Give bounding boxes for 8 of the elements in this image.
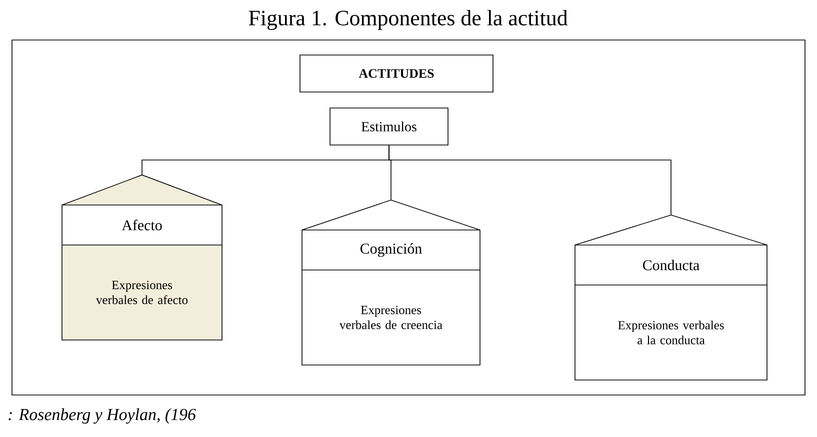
component-box: Cognición Expresiones verbales de creencia [302,200,480,366]
source-note: : Rosenberg y Hoylan, (196 [8,408,196,424]
connector-line [388,144,672,216]
stimulus-box: Estimulos [330,108,448,146]
component-box: Conducta Expresiones verbales a la conducta [574,214,768,380]
component-box: Afecto Expresiones verbales de afecto [62,174,222,340]
figure-title: Figura 1. Componentes de la actitud [248,10,568,30]
title-box: ACTITUDES [300,54,494,92]
